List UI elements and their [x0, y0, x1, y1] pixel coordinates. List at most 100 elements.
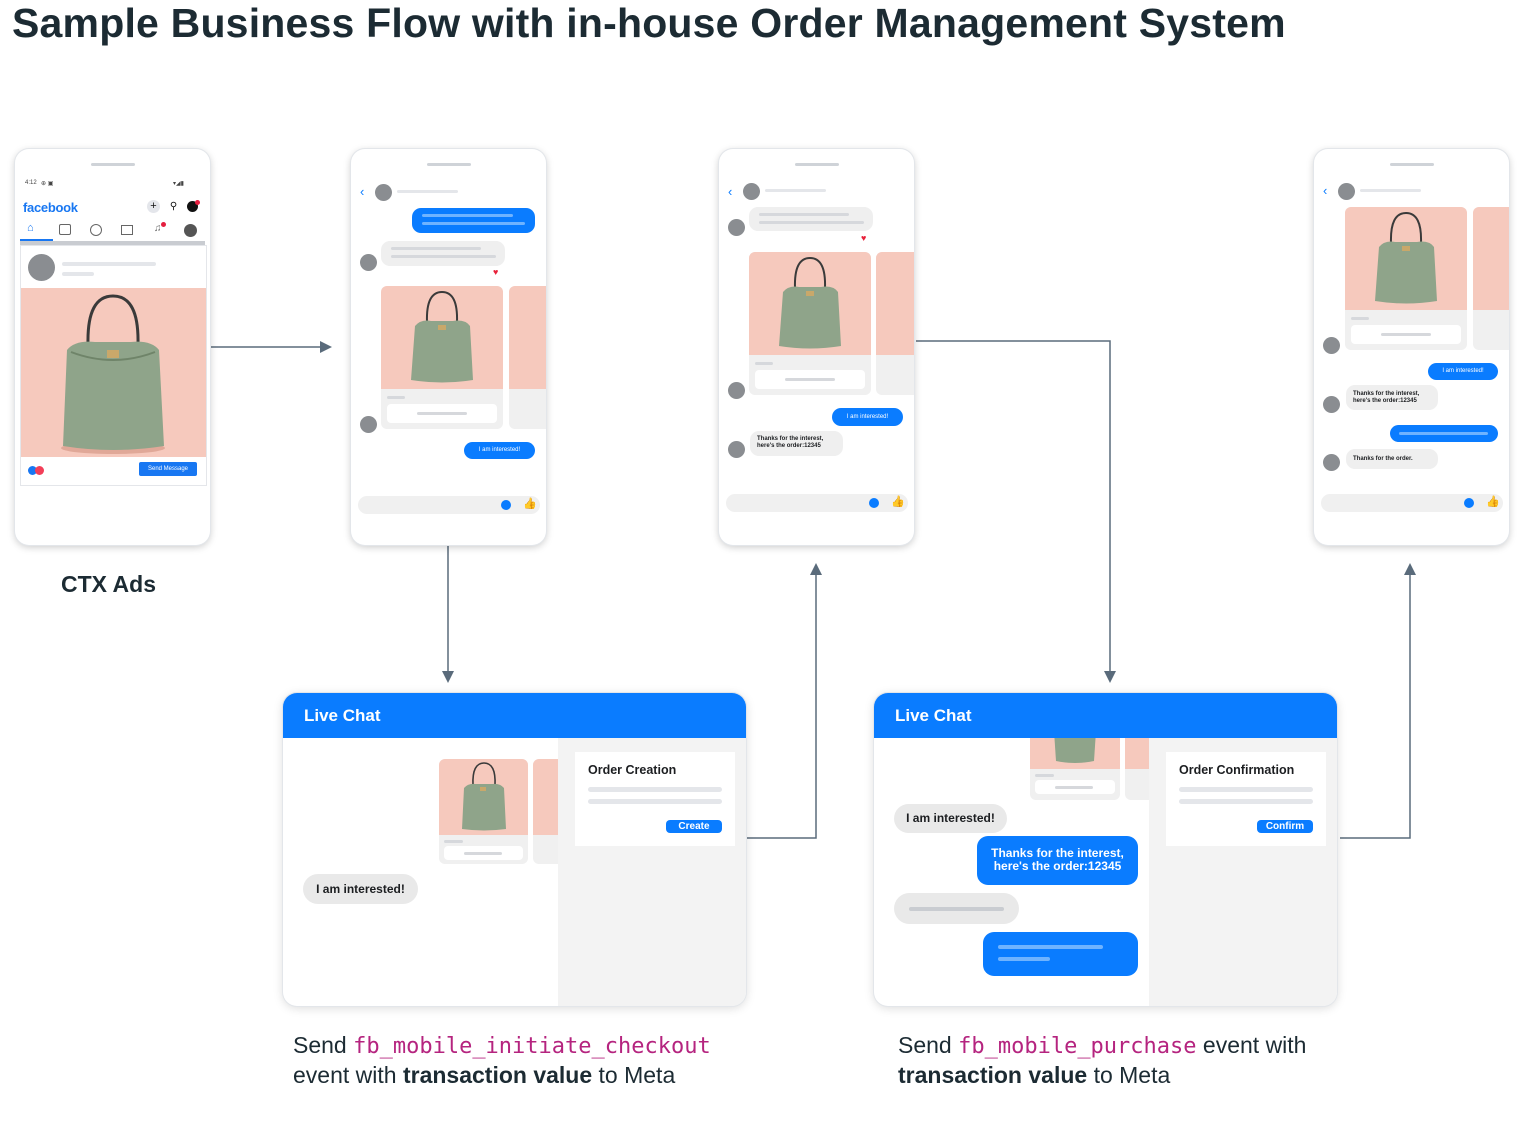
live-chat-header: Live Chat	[874, 693, 1337, 738]
watch-icon[interactable]	[59, 224, 71, 235]
product-card[interactable]	[1030, 731, 1120, 800]
product-button[interactable]	[444, 846, 523, 860]
product-image	[509, 286, 546, 389]
search-icon[interactable]: ⚲	[169, 201, 178, 212]
emoji-icon[interactable]	[869, 498, 879, 508]
product-image	[439, 759, 528, 835]
product-card[interactable]	[749, 252, 871, 395]
thumbs-up-icon[interactable]: 👍	[1486, 496, 1500, 508]
emoji-icon[interactable]	[501, 500, 511, 510]
create-order-button[interactable]: Create	[666, 820, 722, 833]
ad-product-image[interactable]	[21, 288, 206, 457]
product-image	[381, 286, 503, 389]
send-message-button[interactable]: Send Message	[139, 462, 197, 476]
caption-initiate-checkout: Send fb_mobile_initiate_checkout event w…	[293, 1031, 763, 1090]
product-button[interactable]	[1035, 780, 1115, 794]
product-card-partial[interactable]	[876, 252, 914, 395]
phone-notch	[91, 163, 135, 166]
product-card-partial[interactable]	[1473, 207, 1509, 350]
product-title-placeholder	[1035, 774, 1054, 777]
live-chat-title: Live Chat	[895, 706, 972, 725]
confirm-order-button[interactable]: Confirm	[1257, 820, 1313, 833]
message-line	[998, 945, 1103, 949]
contact-avatar	[375, 184, 392, 201]
product-card-partial[interactable]	[1125, 731, 1149, 800]
add-icon[interactable]: +	[147, 200, 160, 213]
order-creation-title: Order Creation	[588, 763, 677, 777]
bubble-line	[422, 222, 525, 225]
product-button[interactable]	[755, 370, 865, 389]
product-card[interactable]	[1345, 207, 1467, 350]
phone-facebook-ad: 4:12 ⊕ ▣ ▾◢▮ facebook + ⚲ ⌂ ♫ Send Messa…	[15, 149, 210, 545]
order-field-placeholder	[1179, 787, 1313, 792]
sender-avatar	[360, 416, 377, 433]
product-card[interactable]	[381, 286, 503, 429]
emoji-icon[interactable]	[1464, 498, 1474, 508]
message-input[interactable]	[358, 496, 540, 514]
handbag-icon	[411, 290, 473, 383]
product-title-placeholder	[387, 396, 405, 399]
caption-line-2: transaction value to Meta	[898, 1061, 1368, 1090]
marketplace-icon[interactable]	[121, 225, 133, 235]
groups-icon[interactable]	[90, 224, 102, 236]
caption-bold: transaction value	[402, 1062, 593, 1088]
product-title-placeholder	[1351, 317, 1369, 320]
product-button[interactable]	[387, 404, 497, 423]
profile-avatar[interactable]	[184, 224, 197, 237]
caption-prefix: Send	[898, 1032, 959, 1058]
product-card-partial[interactable]	[533, 759, 558, 864]
interested-bubble: I am interested!	[832, 408, 903, 426]
incoming-bubble	[749, 207, 873, 231]
handbag-icon	[462, 762, 506, 831]
button-label-placeholder	[785, 378, 835, 381]
caption-line-1: Send fb_mobile_purchase event with	[898, 1031, 1368, 1061]
like-reaction-icon	[28, 466, 37, 475]
bell-badge-icon	[161, 222, 166, 227]
status-time: 4:12	[25, 180, 37, 186]
home-icon[interactable]: ⌂	[27, 222, 34, 234]
handbag-icon	[61, 294, 165, 454]
product-card[interactable]	[439, 759, 528, 864]
sender-avatar	[728, 441, 745, 458]
order-reply-message: Thanks for the interest, here's the orde…	[977, 836, 1138, 885]
message-input[interactable]	[726, 494, 908, 512]
page-avatar	[28, 254, 55, 281]
love-reaction-icon	[35, 466, 44, 475]
order-reply-text: Thanks for the interest, here's the orde…	[757, 436, 824, 449]
handbag-icon	[1375, 211, 1437, 304]
back-chevron-icon[interactable]: ‹	[728, 184, 733, 199]
product-image	[876, 252, 914, 355]
phone-messenger-start: ‹ ♥ I am interested! 👍	[351, 149, 546, 545]
caption-purchase: Send fb_mobile_purchase event with trans…	[898, 1031, 1368, 1090]
bell-icon[interactable]: ♫	[154, 223, 162, 234]
bubble-line	[422, 214, 513, 217]
message-input[interactable]	[1321, 494, 1503, 512]
order-reply-text: Thanks for the interest, here's the orde…	[1353, 391, 1420, 404]
phone-notch	[795, 163, 839, 166]
order-confirmation-title: Order Confirmation	[1179, 763, 1295, 777]
back-chevron-icon[interactable]: ‹	[360, 184, 365, 199]
bubble-line	[759, 221, 864, 224]
product-image	[533, 759, 558, 835]
sender-avatar	[728, 382, 745, 399]
live-chat-order-confirmation: Live Chat I am interested! Thanks for th…	[874, 693, 1337, 1006]
thumbs-up-icon[interactable]: 👍	[891, 496, 905, 508]
phone-order-number: ‹ ♥ I am interested! Thanks for the inte…	[719, 149, 914, 545]
order-confirmation-card: Order Confirmation Confirm	[1166, 752, 1326, 846]
thanks-text: Thanks for the order.	[1353, 456, 1413, 462]
sender-avatar	[728, 219, 745, 236]
contact-avatar	[743, 183, 760, 200]
product-button[interactable]	[1351, 325, 1461, 344]
notification-dot-icon	[195, 200, 200, 205]
order-side-panel: Order Confirmation Confirm	[1149, 738, 1337, 1006]
thumbs-up-icon[interactable]: 👍	[523, 498, 537, 510]
back-chevron-icon[interactable]: ‹	[1323, 183, 1328, 198]
outgoing-bubble	[1390, 425, 1498, 442]
sender-avatar	[1323, 337, 1340, 354]
caption-line-2: event with transaction value to Meta	[293, 1061, 763, 1090]
product-card-partial[interactable]	[509, 286, 546, 429]
arrow-livechat1-to-phone3	[747, 563, 822, 839]
order-reply-bubble: Thanks for the interest, here's the orde…	[1346, 385, 1438, 410]
messenger-icon[interactable]	[187, 201, 198, 212]
active-tab-indicator	[20, 239, 53, 241]
